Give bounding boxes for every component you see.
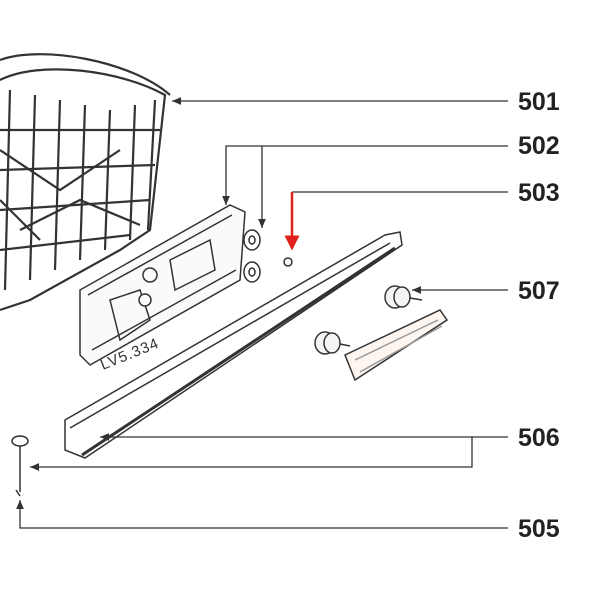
pin [11,435,29,497]
wheels [243,229,293,283]
callout-502: 502 [518,132,560,160]
rail-bracket [79,204,246,366]
leader-lines [16,97,508,529]
callout-503: 503 [518,179,560,207]
rail [64,231,403,459]
callout-507: 507 [518,277,560,305]
rollers [314,285,449,382]
callout-505: 505 [518,515,560,543]
dish-basket [0,53,171,312]
callout-501: 501 [518,88,560,116]
callout-506: 506 [518,424,560,452]
